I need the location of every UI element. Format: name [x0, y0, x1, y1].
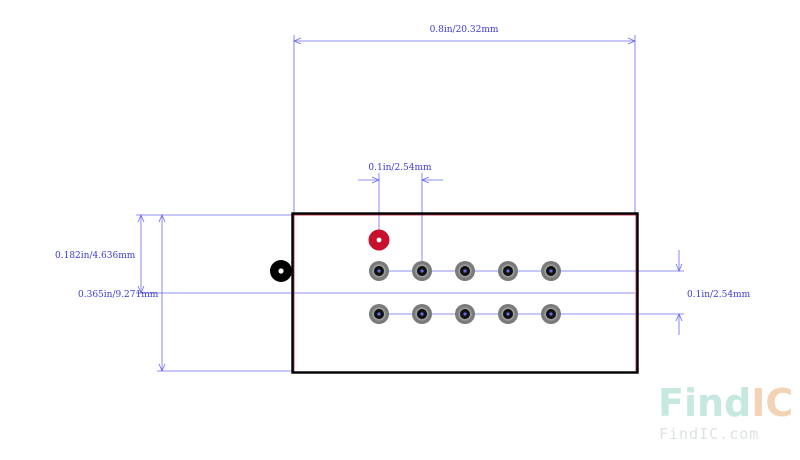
logo-url: FindIC.com: [659, 425, 759, 443]
logo-text-find: Find: [658, 381, 751, 425]
dimension-row-offset-label: 0.182in/4.636mm: [55, 251, 136, 261]
dimension-row-pitch-label: 0.1in/2.54mm: [687, 290, 751, 300]
component-outline: [291, 212, 639, 374]
dimension-row-offset: 0.182in/4.636mm: [55, 213, 635, 295]
pin-pad: [412, 261, 432, 281]
pin-array: [368, 229, 561, 324]
pin-pad: [498, 304, 518, 324]
logo-text-ic: IC: [751, 381, 793, 425]
pin-pad: [541, 261, 561, 281]
pin-pad: [369, 261, 389, 281]
dimension-pin-pitch-label: 0.1in/2.54mm: [368, 163, 432, 173]
dimension-overall-height-label: 0.365in/9.271mm: [78, 290, 159, 300]
dimension-overall-width-label: 0.8in/20.32mm: [430, 25, 499, 35]
pin-pad: [455, 261, 475, 281]
dimension-row-pitch: 0.1in/2.54mm: [379, 250, 751, 335]
pin-pad: [541, 304, 561, 324]
pin-pad: [498, 261, 518, 281]
pin-pad: [455, 304, 475, 324]
findic-watermark: FindIC FindIC.com: [658, 381, 793, 443]
pin-1-pad: [368, 229, 390, 251]
dimension-overall-height: 0.365in/9.271mm: [78, 213, 294, 373]
dimension-overall-width: 0.8in/20.32mm: [292, 25, 637, 215]
pin-pad: [369, 304, 389, 324]
svg-text:FindIC: FindIC: [658, 381, 793, 425]
pin-pad: [412, 304, 432, 324]
dimension-pin-pitch-horizontal: 0.1in/2.54mm: [358, 163, 443, 271]
orientation-marker: [270, 260, 292, 282]
